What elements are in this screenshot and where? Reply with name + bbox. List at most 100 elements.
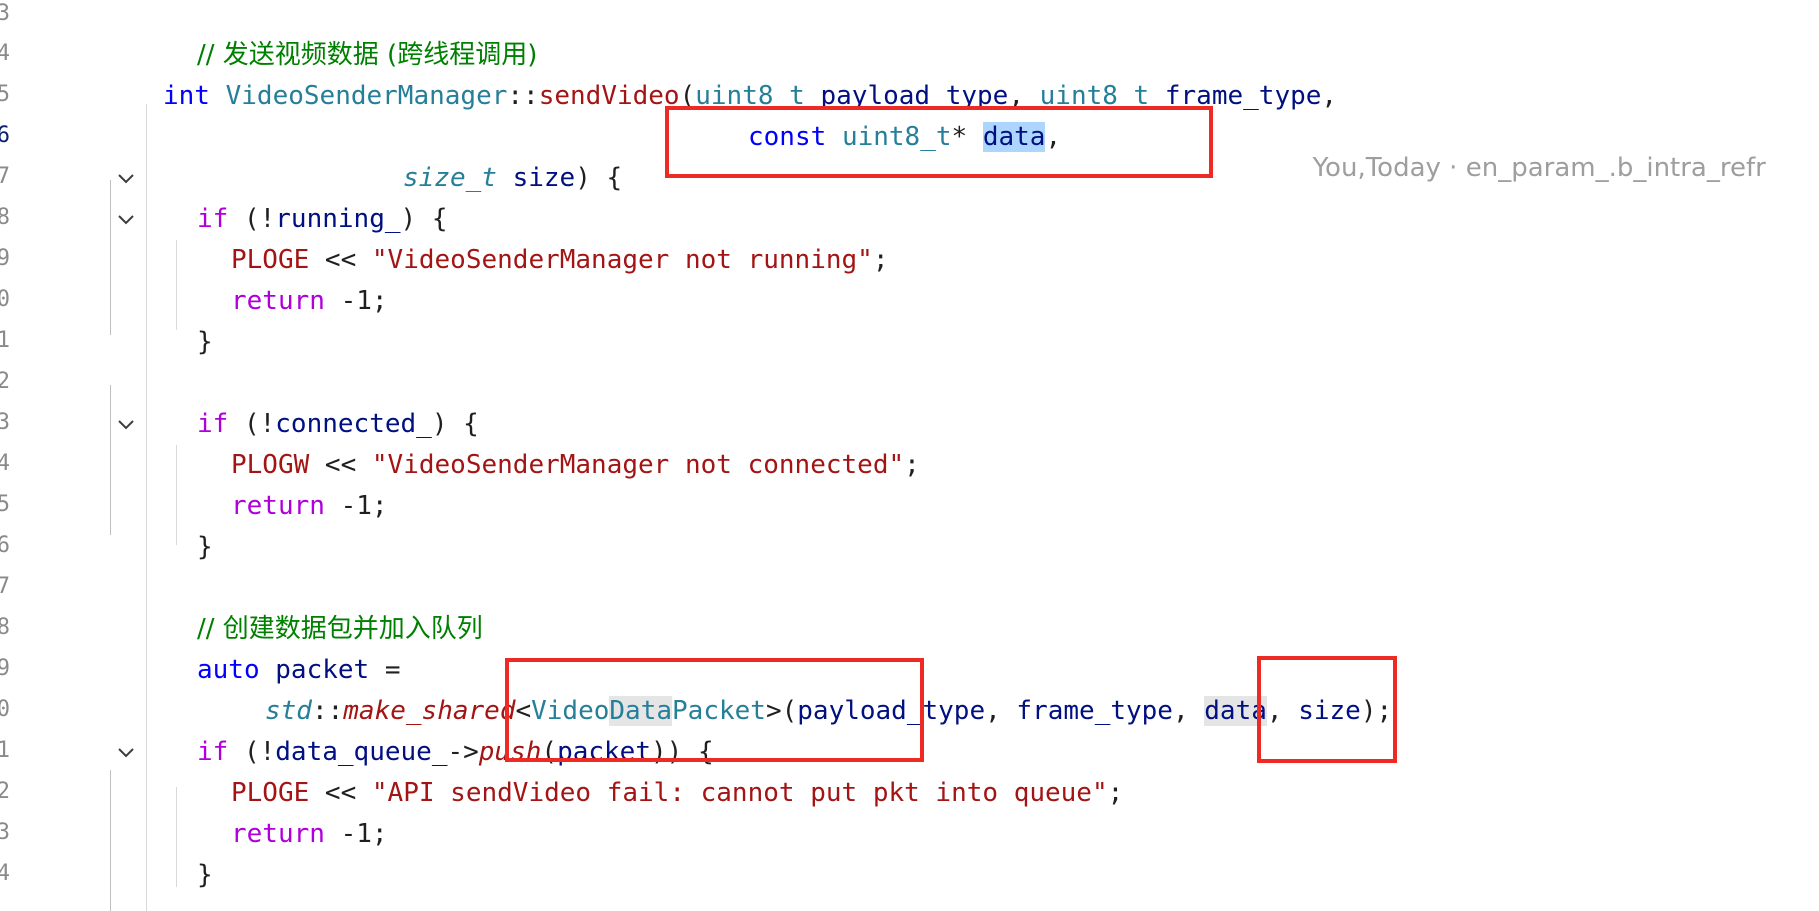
comma: , xyxy=(1045,122,1062,152)
annotation-box-data-param xyxy=(665,106,1213,178)
code-text: const uint8_t* data, xyxy=(748,121,1061,153)
code-text: return -1; xyxy=(231,818,388,850)
code-line[interactable]: 1 } xyxy=(0,322,1819,363)
fold-chevron-icon[interactable] xyxy=(116,414,136,434)
function-name: push xyxy=(478,737,542,767)
annotation-box-data-arg xyxy=(1257,656,1397,763)
fold-guide xyxy=(110,385,111,535)
operator: (! xyxy=(228,409,276,439)
fold-guide xyxy=(110,180,111,335)
line-number: 6 xyxy=(0,123,10,148)
operator: << xyxy=(309,778,372,808)
fold-chevron-icon[interactable] xyxy=(116,168,136,188)
code-text: return -1; xyxy=(231,285,388,317)
code-line[interactable]: 5 return -1; xyxy=(0,486,1819,527)
code-line[interactable]: 8 // 创建数据包并加入队列 xyxy=(0,609,1819,650)
line-number: 5 xyxy=(0,82,10,107)
code-line-active[interactable]: 6 const uint8_t* data, xyxy=(0,117,1819,158)
selected-identifier[interactable]: data xyxy=(982,122,1046,152)
fold-chevron-icon[interactable] xyxy=(116,742,136,762)
operator: >( xyxy=(765,696,798,726)
code-line[interactable]: 2 xyxy=(0,363,1819,404)
code-text: int VideoSenderManager::sendVideo(uint8_… xyxy=(163,80,1337,112)
line-number: 7 xyxy=(0,574,10,599)
line-number: 4 xyxy=(0,861,10,886)
operator: :: xyxy=(507,81,539,111)
line-number: 3 xyxy=(0,410,10,435)
comma: , xyxy=(1008,81,1040,111)
macro: PLOGW xyxy=(231,450,310,480)
line-number: 6 xyxy=(0,533,10,558)
git-blame-annotation[interactable]: You,Today · en_param_.b_intra_refr xyxy=(1250,120,1766,216)
code-line[interactable]: 8 if (!running_) { xyxy=(0,199,1819,240)
code-line[interactable]: 6 } xyxy=(0,527,1819,568)
return-value: -1; xyxy=(324,491,388,521)
operator: -> xyxy=(447,737,479,767)
line-number: 2 xyxy=(0,779,10,804)
code-line[interactable]: 3 return -1; xyxy=(0,814,1819,855)
argument-highlight[interactable]: data xyxy=(1204,696,1267,726)
code-text: return -1; xyxy=(231,490,388,522)
operator: << xyxy=(309,245,372,275)
code-line[interactable]: 3 if (!connected_) { xyxy=(0,404,1819,445)
return-value: -1; xyxy=(324,819,388,849)
code-line[interactable]: 5 int VideoSenderManager::sendVideo(uint… xyxy=(0,76,1819,117)
paren: ( xyxy=(679,81,696,111)
code-text: } xyxy=(197,326,213,358)
brace: } xyxy=(197,532,213,562)
line-number: 8 xyxy=(0,205,10,230)
code-line[interactable]: 0 return -1; xyxy=(0,281,1819,322)
variable: connected_ xyxy=(275,409,432,439)
operator: :: xyxy=(311,696,344,726)
operator: (! xyxy=(228,737,276,767)
code-line[interactable]: 4 // 发送视频数据 (跨线程调用) xyxy=(0,35,1819,76)
operator: << xyxy=(309,450,372,480)
type-name-highlight: Data xyxy=(609,696,673,726)
paren: ); xyxy=(1360,696,1393,726)
line-number: 8 xyxy=(0,615,10,640)
variable: packet xyxy=(275,655,370,685)
operator: (! xyxy=(228,204,276,234)
brace: } xyxy=(197,860,213,890)
function-name: sendVideo xyxy=(538,81,680,111)
code-text: } xyxy=(197,859,213,891)
comma: , xyxy=(985,696,1017,726)
code-line[interactable]: 4 PLOGW << "VideoSenderManager not conne… xyxy=(0,445,1819,486)
semicolon: ; xyxy=(904,450,920,480)
semicolon: ; xyxy=(872,245,889,275)
keyword: if xyxy=(197,204,229,234)
macro: PLOGE xyxy=(231,778,310,808)
code-line[interactable]: 7 size_t size) { xyxy=(0,158,1819,199)
namespace: std xyxy=(265,696,312,726)
code-line[interactable]: 2 PLOGE << "API sendVideo fail: cannot p… xyxy=(0,773,1819,814)
line-number: 3 xyxy=(0,1,10,26)
keyword: auto xyxy=(197,655,260,685)
code-line[interactable]: 7 xyxy=(0,568,1819,609)
code-line[interactable]: 9 auto packet = xyxy=(0,650,1819,691)
code-text: PLOGE << "VideoSenderManager not running… xyxy=(231,244,888,276)
type-name: Video xyxy=(531,696,610,726)
comma: , xyxy=(1321,81,1338,111)
line-number: 9 xyxy=(0,656,10,681)
argument: payload_type xyxy=(797,696,986,726)
comma: , xyxy=(1172,696,1205,726)
operator: < xyxy=(515,696,532,726)
variable: data_queue_ xyxy=(275,737,448,767)
code-line[interactable]: 9 PLOGE << "VideoSenderManager not runni… xyxy=(0,240,1819,281)
parameter: size xyxy=(512,163,576,193)
fold-guide xyxy=(110,770,111,911)
keyword: return xyxy=(231,491,325,521)
fold-chevron-icon[interactable] xyxy=(116,209,136,229)
code-line[interactable]: 0 std::make_shared<VideoDataPacket>(payl… xyxy=(0,691,1819,732)
indent-guide xyxy=(176,445,177,545)
type-name: uint8_t xyxy=(841,122,952,152)
annotation-box-make-shared xyxy=(505,658,924,762)
code-line[interactable]: 3 xyxy=(0,0,1819,36)
keyword: return xyxy=(231,286,325,316)
line-number: 7 xyxy=(0,164,10,189)
class-name: VideoSenderManager xyxy=(225,81,508,111)
code-line[interactable]: 4 } xyxy=(0,855,1819,896)
code-text: auto packet = xyxy=(197,654,401,686)
line-number: 0 xyxy=(0,697,10,722)
